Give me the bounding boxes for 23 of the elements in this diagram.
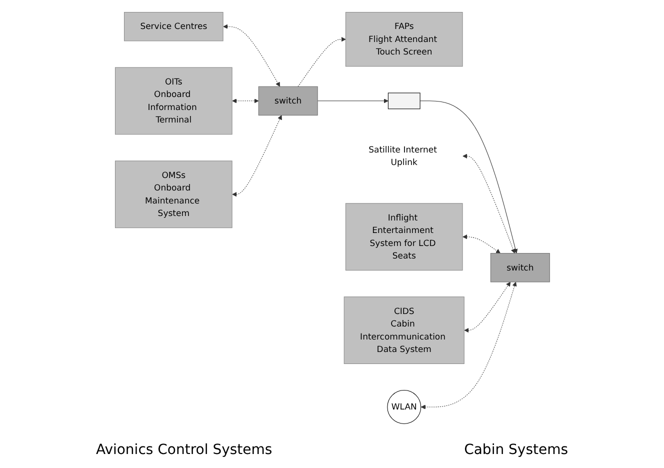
arrow <box>222 24 280 87</box>
section-label: Avionics Control Systems <box>96 442 272 458</box>
arrow <box>464 282 510 333</box>
node-box: CIDS Cabin Intercommunication Data System <box>343 296 464 364</box>
arrow <box>297 37 346 87</box>
node-box: switch <box>490 253 550 282</box>
node-circle: WLAN <box>386 390 421 424</box>
node-box <box>387 92 420 110</box>
arrow <box>420 282 516 410</box>
arrow <box>462 154 515 254</box>
node-text: Satillite Internet Uplink <box>368 144 437 168</box>
arrow <box>419 100 518 254</box>
node-box: switch <box>258 86 318 116</box>
node-box: OMSs Onboard Maintenance System <box>114 160 232 228</box>
node-box: FAPs Flight Attendant Touch Screen <box>345 12 462 67</box>
arrow <box>462 234 500 254</box>
node-box: Service Centres <box>124 12 223 42</box>
node-box: Inflight Entertainment System for LCD Seats <box>345 203 462 271</box>
arrow <box>316 98 388 104</box>
arrow <box>232 115 282 197</box>
section-label: Cabin Systems <box>464 442 568 458</box>
arrow <box>232 98 258 104</box>
node-box: OITs Onboard Information Terminal <box>114 67 232 135</box>
